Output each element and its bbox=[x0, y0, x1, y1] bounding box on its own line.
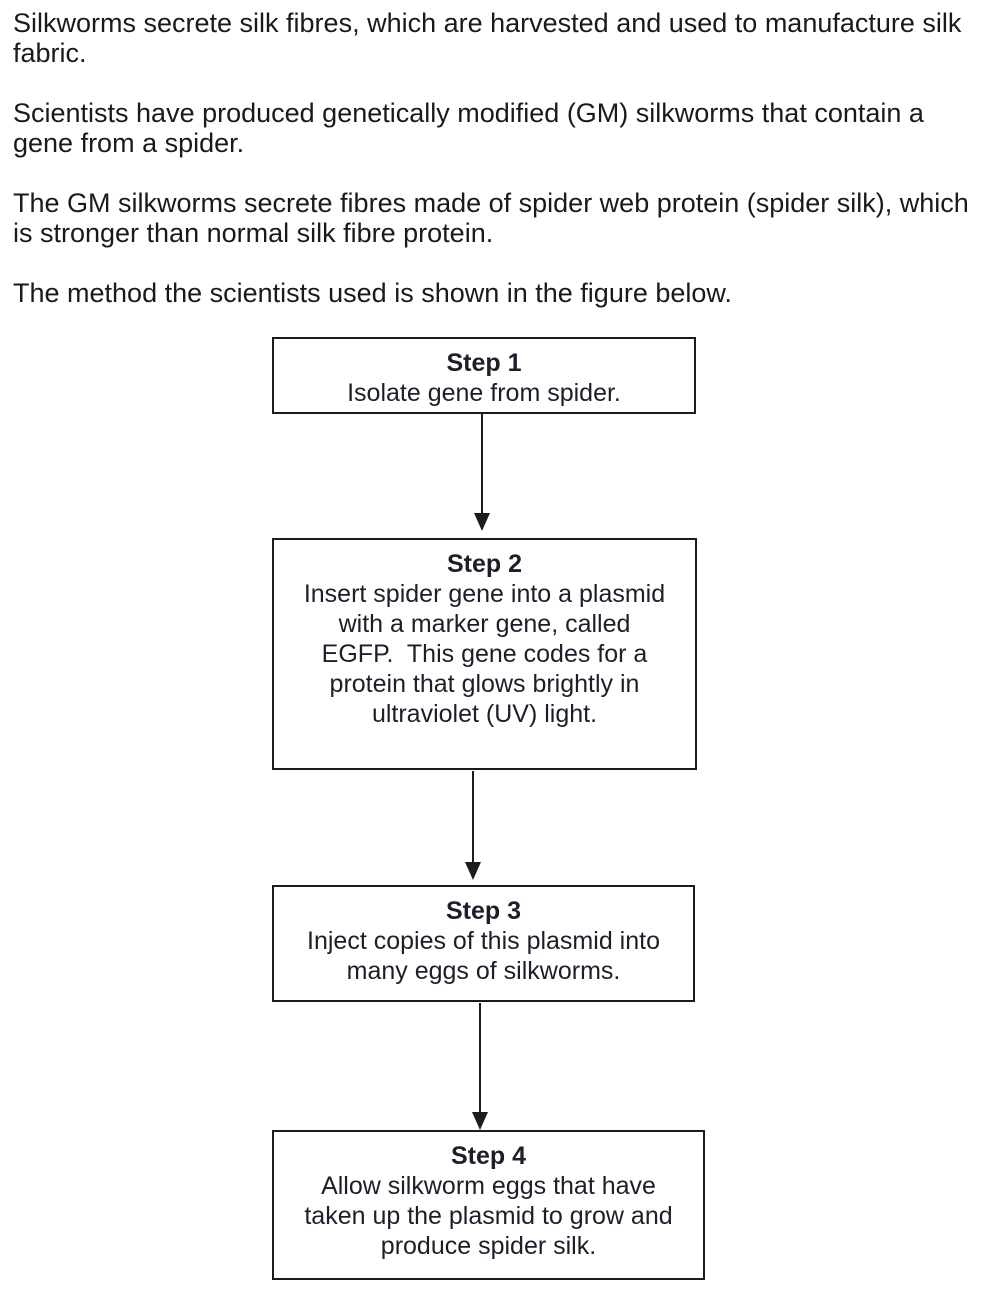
arrowhead-down-icon bbox=[465, 862, 481, 880]
intro-text: Silkworms secrete silk fibres, which are… bbox=[13, 8, 969, 338]
paragraph-line: The method the scientists used is shown … bbox=[13, 278, 732, 308]
step-4-text-line: produce spider silk. bbox=[380, 1232, 597, 1260]
step-2-text-line: EGFP. This gene codes for a bbox=[321, 640, 648, 668]
step-2-text-line: Insert spider gene into a plasmid bbox=[303, 580, 666, 608]
flowchart-step-3-box: Step 3 Inject copies of this plasmid int… bbox=[272, 885, 695, 1002]
paragraph-line: is stronger than normal silk fibre prote… bbox=[13, 218, 494, 248]
arrow-shaft bbox=[481, 414, 483, 513]
flow-arrow-step1-to-step2 bbox=[474, 414, 490, 531]
paragraph-line: The GM silkworms secrete fibres made of … bbox=[13, 188, 969, 218]
flowchart-step-1-box: Step 1 Isolate gene from spider. bbox=[272, 337, 696, 414]
paragraph-line: fabric. bbox=[13, 38, 87, 68]
step-3-text-line: Inject copies of this plasmid into bbox=[307, 927, 660, 955]
step-2-text-line: with a marker gene, called bbox=[338, 610, 631, 638]
step-3-text-line: many eggs of silkworms. bbox=[346, 957, 621, 985]
flowchart-step-4-box: Step 4 Allow silkworm eggs that have tak… bbox=[272, 1130, 705, 1280]
step-1-text-line: Isolate gene from spider. bbox=[347, 379, 621, 407]
paragraph-line: Silkworms secrete silk fibres, which are… bbox=[13, 8, 962, 38]
step-4-text-line: Allow silkworm eggs that have bbox=[321, 1172, 656, 1200]
paragraph-gm-silkworms: The GM silkworms secrete fibres made of … bbox=[13, 188, 969, 248]
flow-arrow-step2-to-step3 bbox=[465, 771, 481, 880]
arrowhead-down-icon bbox=[472, 1112, 488, 1130]
paragraph-line: gene from a spider. bbox=[13, 128, 245, 158]
paragraph-line: Scientists have produced genetically mod… bbox=[13, 98, 924, 128]
step-2-title: Step 2 bbox=[446, 550, 523, 578]
step-3-title: Step 3 bbox=[445, 897, 522, 925]
step-2-text-line: ultraviolet (UV) light. bbox=[371, 700, 598, 728]
flowchart-step-2-box: Step 2 Insert spider gene into a plasmid… bbox=[272, 538, 697, 770]
arrow-shaft bbox=[479, 1003, 481, 1112]
paragraph-method: The method the scientists used is shown … bbox=[13, 278, 969, 308]
arrow-shaft bbox=[472, 771, 474, 862]
step-1-title: Step 1 bbox=[446, 349, 522, 377]
step-4-text-line: taken up the plasmid to grow and bbox=[304, 1202, 673, 1230]
step-2-text-line: protein that glows brightly in bbox=[329, 670, 640, 698]
arrowhead-down-icon bbox=[474, 513, 490, 531]
step-4-title: Step 4 bbox=[450, 1142, 527, 1170]
paragraph-silkworms: Silkworms secrete silk fibres, which are… bbox=[13, 8, 969, 68]
flow-arrow-step3-to-step4 bbox=[472, 1003, 488, 1130]
paragraph-scientists: Scientists have produced genetically mod… bbox=[13, 98, 969, 158]
